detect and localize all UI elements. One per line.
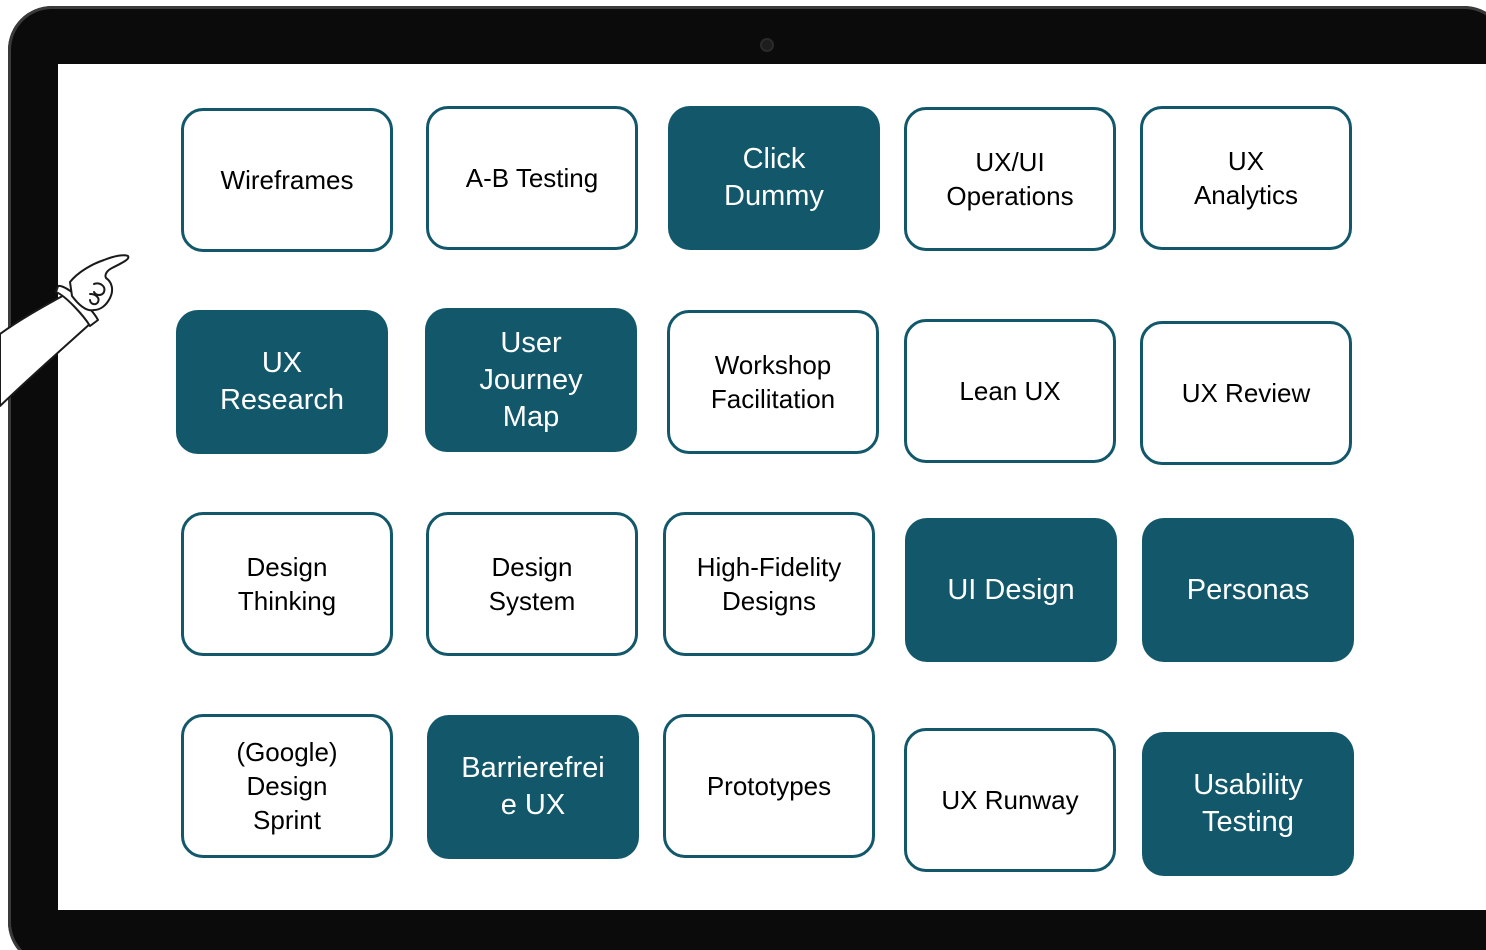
- tile-barrierefreie-ux[interactable]: Barrierefrei e UX: [427, 715, 639, 859]
- tile-ui-design[interactable]: UI Design: [905, 518, 1117, 662]
- tile-design-system[interactable]: Design System: [426, 512, 638, 656]
- tile-ux-runway[interactable]: UX Runway: [904, 728, 1116, 872]
- tile-click-dummy[interactable]: Click Dummy: [668, 106, 880, 250]
- tile-personas[interactable]: Personas: [1142, 518, 1354, 662]
- tile-ux-ui-operations[interactable]: UX/UI Operations: [904, 107, 1116, 251]
- pointing-hand-icon: [0, 254, 130, 407]
- tile-ab-testing[interactable]: A-B Testing: [426, 106, 638, 250]
- tile-wireframes[interactable]: Wireframes: [181, 108, 393, 252]
- tile-high-fidelity-designs[interactable]: High-Fidelity Designs: [663, 512, 875, 656]
- tile-ux-analytics[interactable]: UX Analytics: [1140, 106, 1352, 250]
- tile-lean-ux[interactable]: Lean UX: [904, 319, 1116, 463]
- tile-google-design-sprint[interactable]: (Google) Design Sprint: [181, 714, 393, 858]
- tile-ux-review[interactable]: UX Review: [1140, 321, 1352, 465]
- tile-user-journey-map[interactable]: User Journey Map: [425, 308, 637, 452]
- tile-usability-testing[interactable]: Usability Testing: [1142, 732, 1354, 876]
- camera-icon: [760, 38, 774, 52]
- tile-design-thinking[interactable]: Design Thinking: [181, 512, 393, 656]
- tile-ux-research[interactable]: UX Research: [176, 310, 388, 454]
- tile-workshop-facilitation[interactable]: Workshop Facilitation: [667, 310, 879, 454]
- tile-prototypes[interactable]: Prototypes: [663, 714, 875, 858]
